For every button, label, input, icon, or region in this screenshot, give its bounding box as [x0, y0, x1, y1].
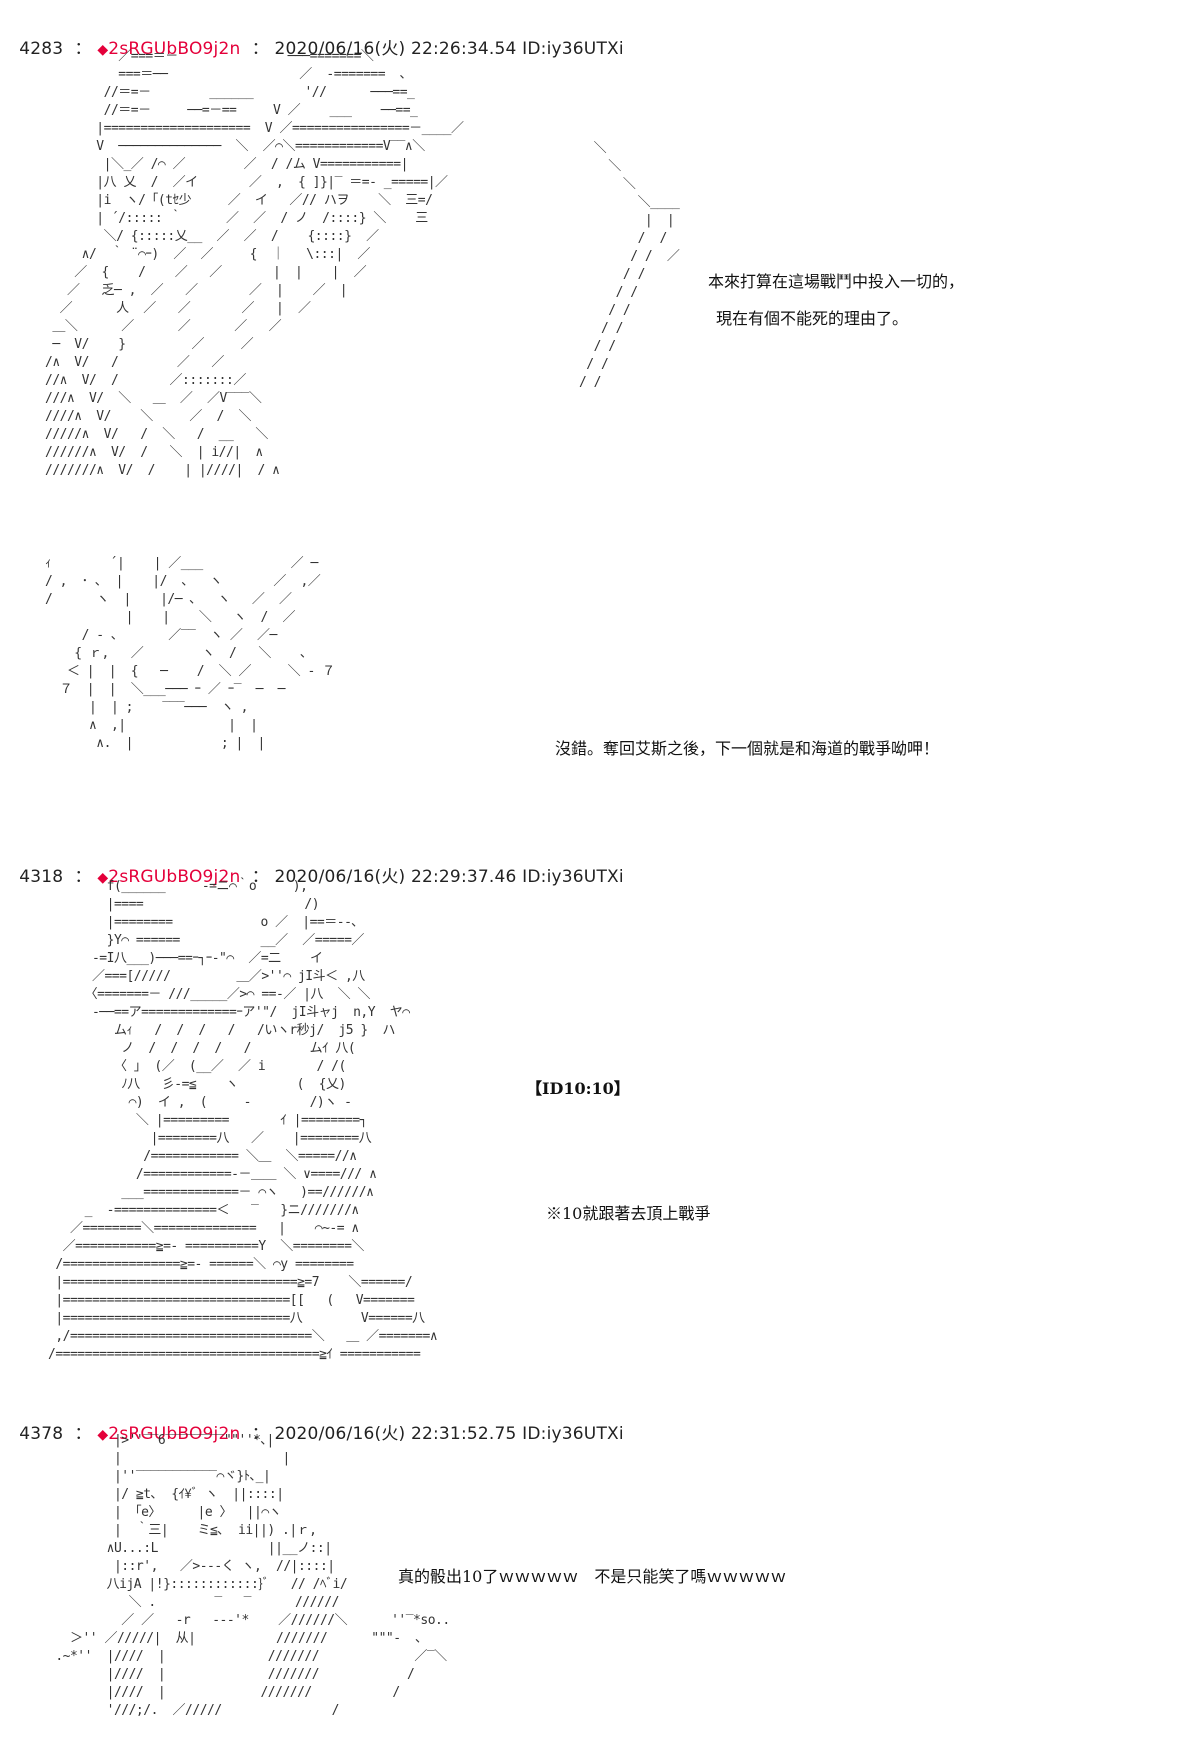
- dice-result: 【ID10:10】: [526, 1079, 630, 1098]
- ascii-art-panel-3: f(______ -=ニ⌒｀o ), |==== /) |======== o …: [48, 879, 438, 1362]
- post-datetime: 2020/06/16(火) 22:29:37.46: [274, 867, 517, 887]
- tripcode[interactable]: 2sRGUbBO9j2n: [108, 39, 241, 59]
- post-id[interactable]: ID:iy36UTXi: [522, 39, 624, 59]
- post-id[interactable]: ID:iy36UTXi: [522, 1424, 624, 1444]
- ascii-art-panel-2: ｨ ´| | ／___ ／ ─ / , ･ ､ | |/ ､ ヽ ／ ,／ / …: [45, 556, 335, 751]
- trip-diamond-icon: ◆: [97, 42, 109, 58]
- post-id[interactable]: ID:iy36UTXi: [522, 867, 624, 887]
- ascii-art-panel-1: ／===＝－ ───=======＼ ===＝── ／ -======= ､ /…: [45, 49, 464, 478]
- dialogue-line: 本來打算在這場戰鬥中投入一切的，: [708, 272, 965, 291]
- dialogue-line: 現在有個不能死的理由了。: [716, 309, 909, 328]
- dialogue-line: 真的骰出10了ｗｗｗｗｗ 不是只能笑了嗎ｗｗｗｗｗ: [398, 1567, 787, 1586]
- post-header: 4378 ： ◆2sRGUbBO9j2n ： 2020/06/16(火) 22:…: [19, 1424, 624, 1444]
- dialogue-line: ※10就跟著去頂上戰爭: [546, 1204, 711, 1223]
- post-header: 4283 ： ◆2sRGUbBO9j2n ： 2020/06/16(火) 22:…: [19, 39, 624, 59]
- post-number: 4283: [19, 39, 64, 59]
- tripcode[interactable]: 2sRGUbBO9j2n: [108, 1424, 241, 1444]
- dialogue-line: 沒錯。奪回艾斯之後，下一個就是和海道的戰爭呦呷！: [555, 739, 940, 758]
- post-datetime: 2020/06/16(火) 22:26:34.54: [274, 39, 517, 59]
- tripcode[interactable]: 2sRGUbBO9j2n: [108, 867, 241, 887]
- post-number: 4318: [19, 867, 64, 887]
- trip-diamond-icon: ◆: [97, 870, 109, 886]
- post-datetime: 2020/06/16(火) 22:31:52.75: [274, 1424, 517, 1444]
- post-header: 4318 ： ◆2sRGUbBO9j2n ： 2020/06/16(火) 22:…: [19, 867, 624, 887]
- ascii-art-panel-4: |>''‾‾6‾‾‾‾‾‾‾‾""''*､| | | |''‾‾‾‾‾‾‾‾‾‾…: [55, 1433, 450, 1718]
- trip-diamond-icon: ◆: [97, 1427, 109, 1443]
- ascii-art-panel-1-right: ＼ ＼ ＼ ＼____ | | / / / / ／ / / / / / / / …: [578, 141, 680, 390]
- post-number: 4378: [19, 1424, 64, 1444]
